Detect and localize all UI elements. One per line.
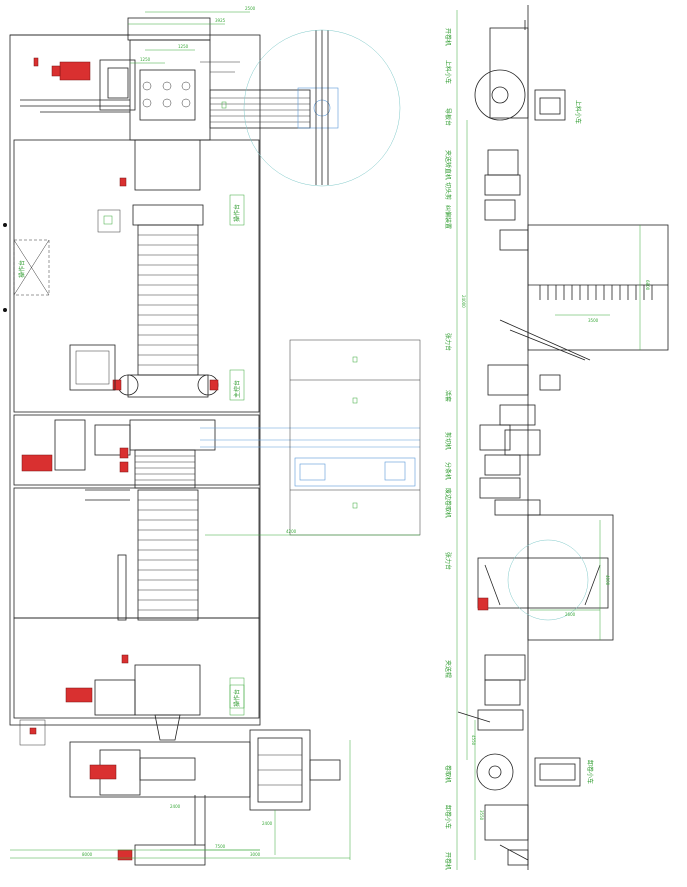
station-label: 剪切机: [444, 432, 452, 450]
dimension-text: 3500: [588, 318, 599, 323]
console-label: 操作台: [233, 689, 241, 707]
motor-icon: [21, 454, 53, 472]
station-label: 切头剪: [444, 182, 452, 200]
elevation-view: 开卷机 上料小车 导板台 夹送矫直机 切头剪 纠偏装置 张力台 活套 剪切机 分…: [444, 5, 669, 870]
station-label: 开卷机: [444, 28, 452, 46]
motor-icon: [89, 764, 117, 780]
station-label: 夹送矫直机: [444, 150, 452, 180]
dimension-text: 3550: [479, 810, 484, 821]
side-tag: 卸卷小车: [586, 760, 594, 784]
side-label: 操作台: [18, 260, 26, 278]
station-label: 夹送辊: [444, 660, 452, 678]
station-label: 活套: [444, 390, 452, 402]
console-label: 操作台: [233, 204, 241, 222]
station-label: 导板台: [444, 108, 452, 126]
dimension-text: 2400: [262, 821, 273, 826]
reference-dot: [3, 223, 7, 227]
plan-view: 操作台: [3, 6, 421, 866]
motor-icon: [59, 61, 91, 81]
station-label: 卸卷小车: [444, 805, 452, 829]
dimension-text: 2400: [170, 804, 181, 809]
dimension-text: 7500: [215, 844, 226, 849]
dimension-text: 3000: [250, 852, 261, 857]
console-label: 主控台: [233, 380, 241, 398]
station-label: 张力台: [444, 552, 452, 570]
station-label: 开卷机: [444, 852, 452, 870]
dimension-text: 2500: [245, 6, 256, 11]
side-tag: 上料小车: [574, 100, 582, 124]
station-label: 分条机: [444, 462, 452, 480]
dimension-text: 1250: [178, 44, 189, 49]
loop-pit-ribs: [539, 285, 653, 300]
dimension-text: 6800: [645, 280, 650, 291]
station-label: 上料小车: [444, 60, 452, 84]
station-labels: 开卷机 上料小车 导板台 夹送矫直机 切头剪 纠偏装置 张力台 活套 剪切机 分…: [444, 28, 452, 870]
dimension-text: 4550: [471, 735, 476, 746]
dimension-text: 4200: [286, 529, 297, 534]
dimension-text: 4000: [605, 575, 610, 586]
dimension-text: 2600: [565, 612, 576, 617]
motor-icon: [477, 597, 489, 611]
station-label: 卷取机: [444, 765, 452, 783]
station-label: 张力台: [444, 333, 452, 351]
dimension-text: 8000: [82, 852, 93, 857]
reference-dot: [3, 308, 7, 312]
station-label: 纠偏装置: [444, 205, 452, 229]
dimension-text: 3925: [215, 18, 226, 23]
dimension-text: 1250: [140, 57, 151, 62]
station-label: 废边卷取机: [444, 488, 452, 518]
motor-icon: [112, 379, 122, 391]
dimension-text: 24000: [461, 295, 466, 308]
motor-icon: [65, 687, 93, 703]
